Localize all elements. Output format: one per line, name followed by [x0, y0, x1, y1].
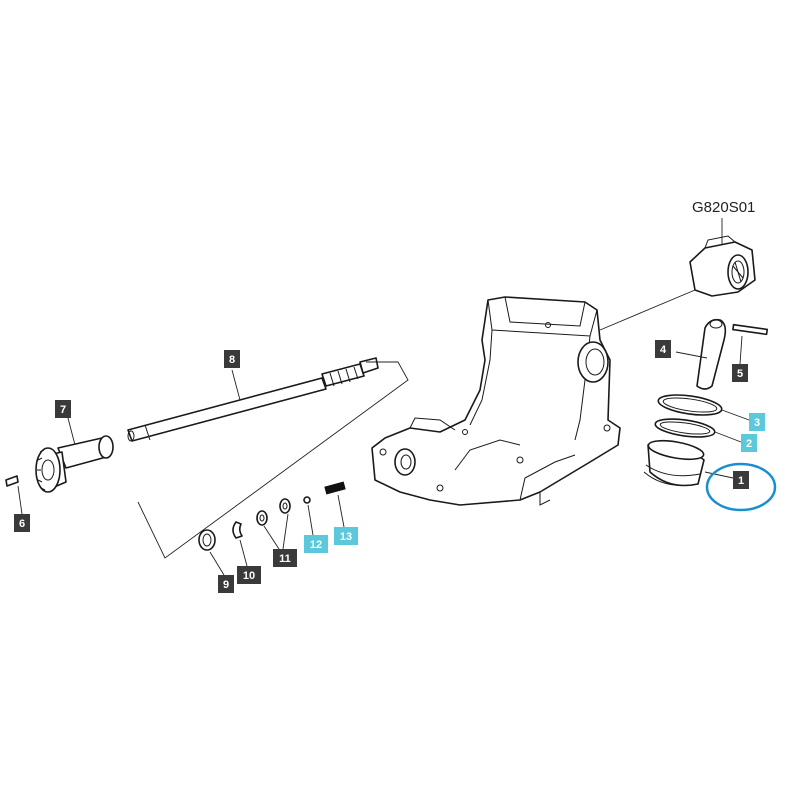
label-2[interactable]: 2	[741, 434, 757, 452]
label-7[interactable]: 7	[55, 400, 71, 418]
label-11[interactable]: 11	[273, 549, 297, 567]
svg-text:1: 1	[738, 475, 744, 487]
svg-text:3: 3	[754, 417, 760, 429]
label-8[interactable]: 8	[224, 350, 240, 368]
label-9[interactable]: 9	[218, 575, 234, 593]
svg-text:9: 9	[223, 579, 229, 591]
label-10[interactable]: 10	[237, 566, 261, 584]
svg-text:5: 5	[737, 368, 743, 380]
highlight-circle	[705, 462, 777, 512]
svg-text:13: 13	[340, 531, 352, 543]
svg-text:2: 2	[746, 438, 752, 450]
label-12[interactable]: 12	[304, 535, 328, 553]
svg-text:12: 12	[310, 539, 322, 551]
svg-text:10: 10	[243, 570, 255, 582]
leader-lines	[17, 335, 750, 576]
main-housing	[371, 296, 621, 506]
label-1[interactable]: 1	[733, 471, 749, 489]
svg-text:4: 4	[660, 344, 667, 356]
part-6-key	[5, 475, 19, 487]
part-5-small-pin	[732, 323, 769, 336]
part-1-bushing	[643, 439, 705, 487]
label-13[interactable]: 13	[334, 527, 358, 545]
part-2-o-ring	[654, 418, 716, 438]
diagram-code: G820S01	[692, 199, 755, 216]
part-13-spring	[324, 481, 346, 495]
bearing-bracket	[689, 235, 756, 297]
part-3-seal-ring	[657, 394, 723, 416]
part-8-shaft	[127, 357, 379, 442]
svg-text:11: 11	[279, 553, 291, 565]
part-11-o-rings	[256, 498, 291, 526]
svg-text:8: 8	[229, 354, 235, 366]
label-4[interactable]: 4	[655, 340, 671, 358]
part-9-washer	[198, 529, 216, 551]
svg-text:6: 6	[19, 518, 25, 530]
svg-text:7: 7	[60, 404, 66, 416]
part-12-ball	[303, 496, 311, 504]
part-7-gear	[35, 435, 114, 493]
label-3[interactable]: 3	[749, 413, 765, 431]
label-6[interactable]: 6	[14, 514, 30, 532]
part-10-circlip	[232, 521, 243, 539]
label-1-box	[733, 471, 749, 489]
label-5[interactable]: 5	[732, 364, 748, 382]
part-4-pin	[696, 318, 727, 390]
